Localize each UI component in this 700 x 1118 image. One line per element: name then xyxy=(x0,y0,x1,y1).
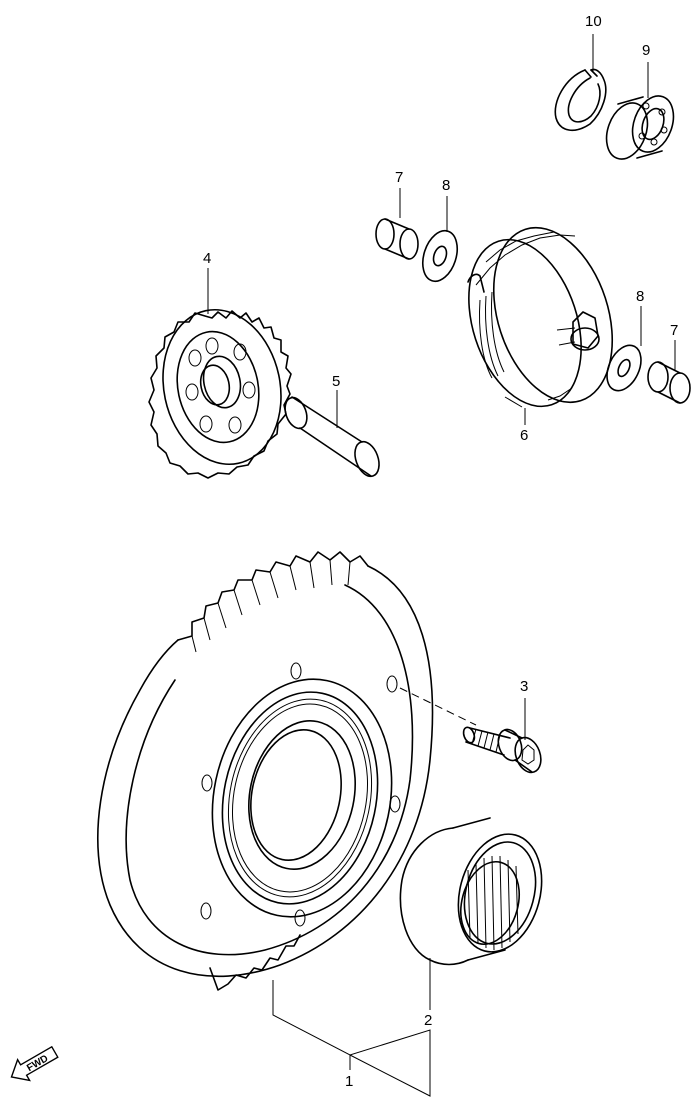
callout-6: 6 xyxy=(520,427,528,444)
fwd-arrow-icon: FWD xyxy=(10,1045,59,1082)
callout-7-upper: 7 xyxy=(395,169,403,186)
part-6-starter-clutch xyxy=(467,226,614,408)
fwd-label: FWD xyxy=(25,1053,50,1074)
callout-9: 9 xyxy=(642,42,650,59)
part-2-needle-bearing xyxy=(399,817,543,966)
callout-8-lower: 8 xyxy=(636,288,644,305)
part-1-driven-gear xyxy=(97,551,434,991)
callout-2: 2 xyxy=(424,1012,432,1029)
callout-5: 5 xyxy=(332,373,340,390)
part-9-bearing xyxy=(605,95,675,160)
part-10-circlip xyxy=(554,68,607,131)
callout-3: 3 xyxy=(520,678,528,695)
callout-7-lower: 7 xyxy=(670,322,678,339)
callout-8-upper: 8 xyxy=(442,177,450,194)
part-4-idle-gear xyxy=(148,308,292,479)
callout-10: 10 xyxy=(585,13,602,30)
part-8-washer-lower xyxy=(606,344,642,392)
part-7-bushing-lower xyxy=(647,361,691,404)
part-7-bushing-upper xyxy=(375,218,419,260)
callout-1: 1 xyxy=(345,1073,353,1090)
part-3-bolt xyxy=(462,726,542,774)
leader-lines xyxy=(207,34,676,1097)
part-8-washer-upper xyxy=(421,229,459,283)
assembly-dash-line xyxy=(399,687,477,726)
callout-4: 4 xyxy=(203,250,211,267)
part-5-shaft xyxy=(284,396,380,478)
